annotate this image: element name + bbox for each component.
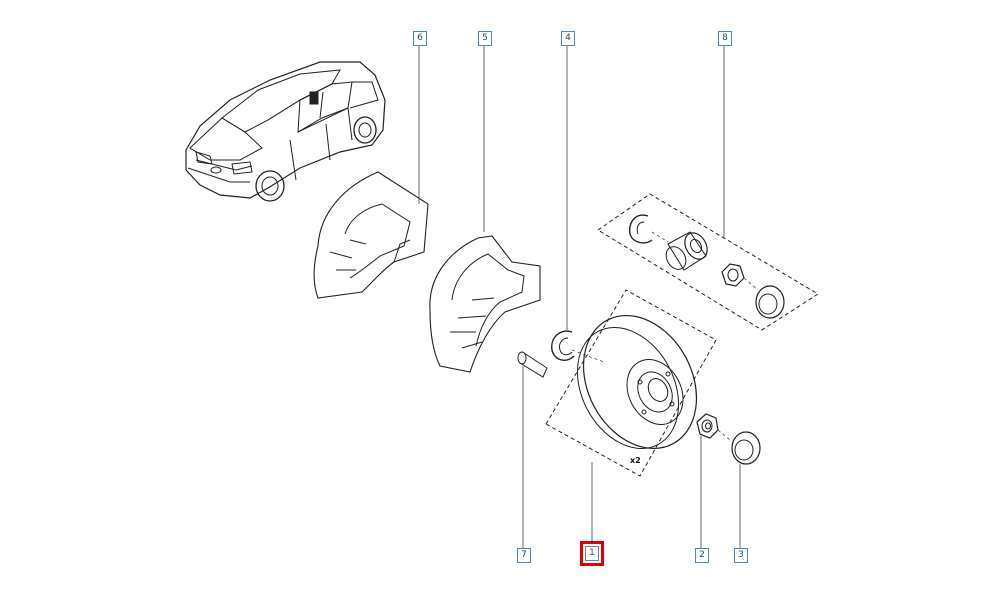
callout-7[interactable]: 7: [517, 548, 531, 563]
callout-5[interactable]: 5: [478, 31, 492, 46]
callout-6[interactable]: 6: [413, 31, 427, 46]
car-illustration: [185, 61, 386, 202]
callout-2[interactable]: 2: [695, 548, 709, 563]
callout-1-selected[interactable]: 1: [580, 541, 604, 566]
part-3-hub-cap: [731, 431, 761, 465]
part-2-hub-nut: [696, 413, 719, 439]
part-1-brake-disc: [545, 289, 717, 477]
callout-4[interactable]: 4: [561, 31, 575, 46]
part-4-circlip: [551, 330, 575, 361]
part-5-dust-shield: [429, 235, 541, 373]
callout-3[interactable]: 3: [734, 548, 748, 563]
part-7-bolt: [517, 351, 548, 378]
callout-8[interactable]: 8: [718, 31, 732, 46]
leader-lines: [418, 44, 759, 548]
part-8-bearing-kit: [597, 193, 819, 331]
part-6-dust-shield: [313, 171, 429, 299]
quantity-label: x2: [630, 456, 641, 465]
